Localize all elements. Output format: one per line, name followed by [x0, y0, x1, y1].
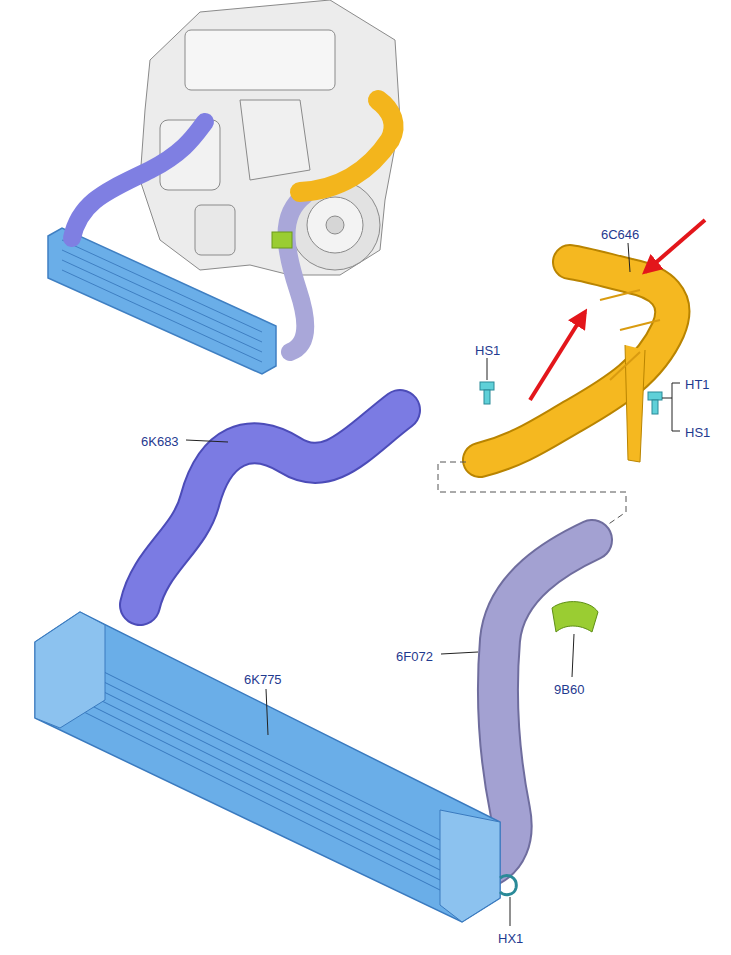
callout-number: HT1 — [684, 377, 711, 392]
pipe-ribs — [600, 290, 660, 380]
callout-holder: 6K683 — [140, 432, 180, 450]
leader-line — [487, 358, 488, 380]
bolt — [480, 382, 494, 404]
callout-holder: HX1 — [497, 929, 524, 947]
engine-head — [185, 30, 335, 90]
leader-line — [572, 634, 574, 677]
flywheel-hub — [307, 197, 363, 253]
callout-holder: 6C646 — [600, 225, 640, 243]
hose-outline — [140, 410, 400, 605]
clamp-small — [272, 232, 292, 248]
retaining-clip — [500, 876, 516, 895]
bolt — [648, 392, 662, 414]
callout-holder: HS1 — [684, 423, 711, 441]
intercooler-core — [48, 228, 276, 374]
leader-bracket — [662, 383, 680, 431]
intercooler-tank — [440, 810, 500, 922]
hose-outline — [490, 540, 592, 866]
hose-6k683 — [140, 410, 400, 605]
callout-holder: HS1 — [474, 341, 501, 359]
intercooler-fins — [60, 650, 470, 905]
callout-number: 6F072 — [395, 649, 434, 664]
engine-block — [140, 0, 400, 275]
engine — [140, 0, 400, 275]
flywheel-center — [326, 216, 344, 234]
hose-6f072 — [490, 540, 592, 866]
callout-number: HX1 — [497, 931, 524, 946]
red-arrow — [530, 312, 585, 400]
callout-number: 6K683 — [140, 434, 180, 449]
leader-line — [510, 897, 511, 926]
engine-part — [240, 100, 310, 180]
engine-part — [195, 205, 235, 255]
hose-clamp — [552, 602, 598, 632]
leader-line — [441, 652, 478, 654]
callout-holder: HT1 — [684, 375, 711, 393]
hose-lower — [287, 195, 306, 352]
red-arrow — [645, 220, 705, 272]
leader-lines — [186, 243, 680, 926]
callout-holder: 9B60 — [553, 680, 585, 698]
callout-holder: 6K775 — [243, 670, 283, 688]
leader-line — [186, 440, 228, 442]
assembly-dashed-line — [438, 462, 626, 530]
bolt-shank — [484, 390, 490, 404]
bolt-head — [648, 392, 662, 400]
intercooler — [35, 612, 500, 922]
hose-upper — [72, 122, 205, 238]
leader-line — [628, 243, 630, 272]
callout-number: 6K775 — [243, 672, 283, 687]
intercooler-fins — [62, 240, 262, 362]
yellow-pipe-small — [300, 100, 394, 192]
callout-number: 6C646 — [600, 227, 640, 242]
callout-number: 9B60 — [553, 682, 585, 697]
callout-holder: 6F072 — [395, 647, 434, 665]
intercooler-core — [35, 612, 500, 922]
callout-number: HS1 — [684, 425, 711, 440]
leader-line — [266, 689, 268, 735]
callout-number: HS1 — [474, 343, 501, 358]
bolt-shank — [652, 400, 658, 414]
bolt-head — [480, 382, 494, 390]
intercooler-tank — [35, 612, 105, 728]
intercooler-small — [48, 228, 276, 374]
